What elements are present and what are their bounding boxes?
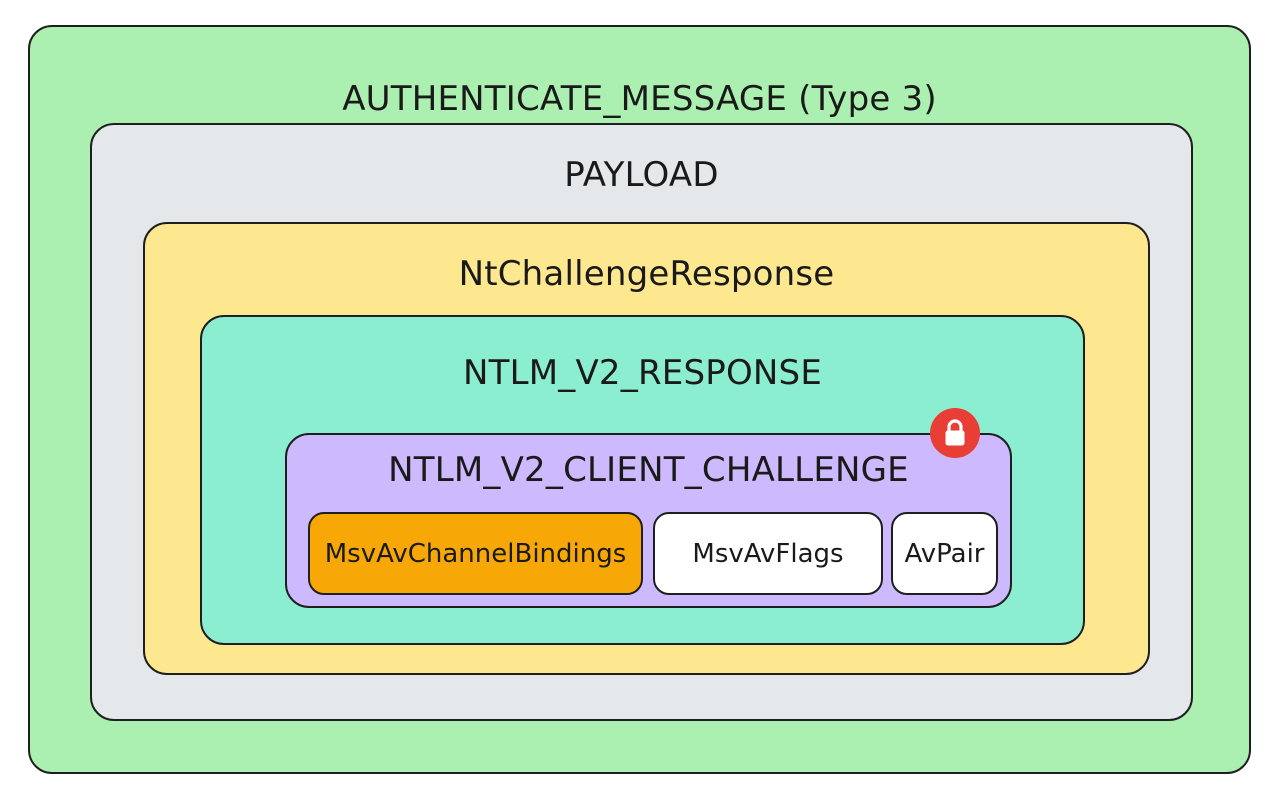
ntlm-v2-client-challenge-title: NTLM_V2_CLIENT_CHALLENGE bbox=[388, 450, 909, 490]
lock-icon bbox=[930, 408, 980, 458]
av-pair-generic: AvPair bbox=[891, 512, 998, 595]
ntlm-v2-response-title: NTLM_V2_RESPONSE bbox=[462, 353, 823, 393]
authenticate-message-title: AUTHENTICATE_MESSAGE (Type 3) bbox=[342, 79, 937, 119]
lock-glyph bbox=[945, 419, 965, 446]
av-pair-msv-av-flags: MsvAvFlags bbox=[653, 512, 883, 595]
av-pair-msv-av-channel-bindings: MsvAvChannelBindings bbox=[308, 512, 643, 595]
nt-challenge-response-title: NtChallengeResponse bbox=[458, 254, 835, 294]
ntlm-v2-client-challenge-box: NTLM_V2_CLIENT_CHALLENGE MsvAvChannelBin… bbox=[285, 433, 1012, 608]
payload-title: PAYLOAD bbox=[564, 155, 719, 195]
